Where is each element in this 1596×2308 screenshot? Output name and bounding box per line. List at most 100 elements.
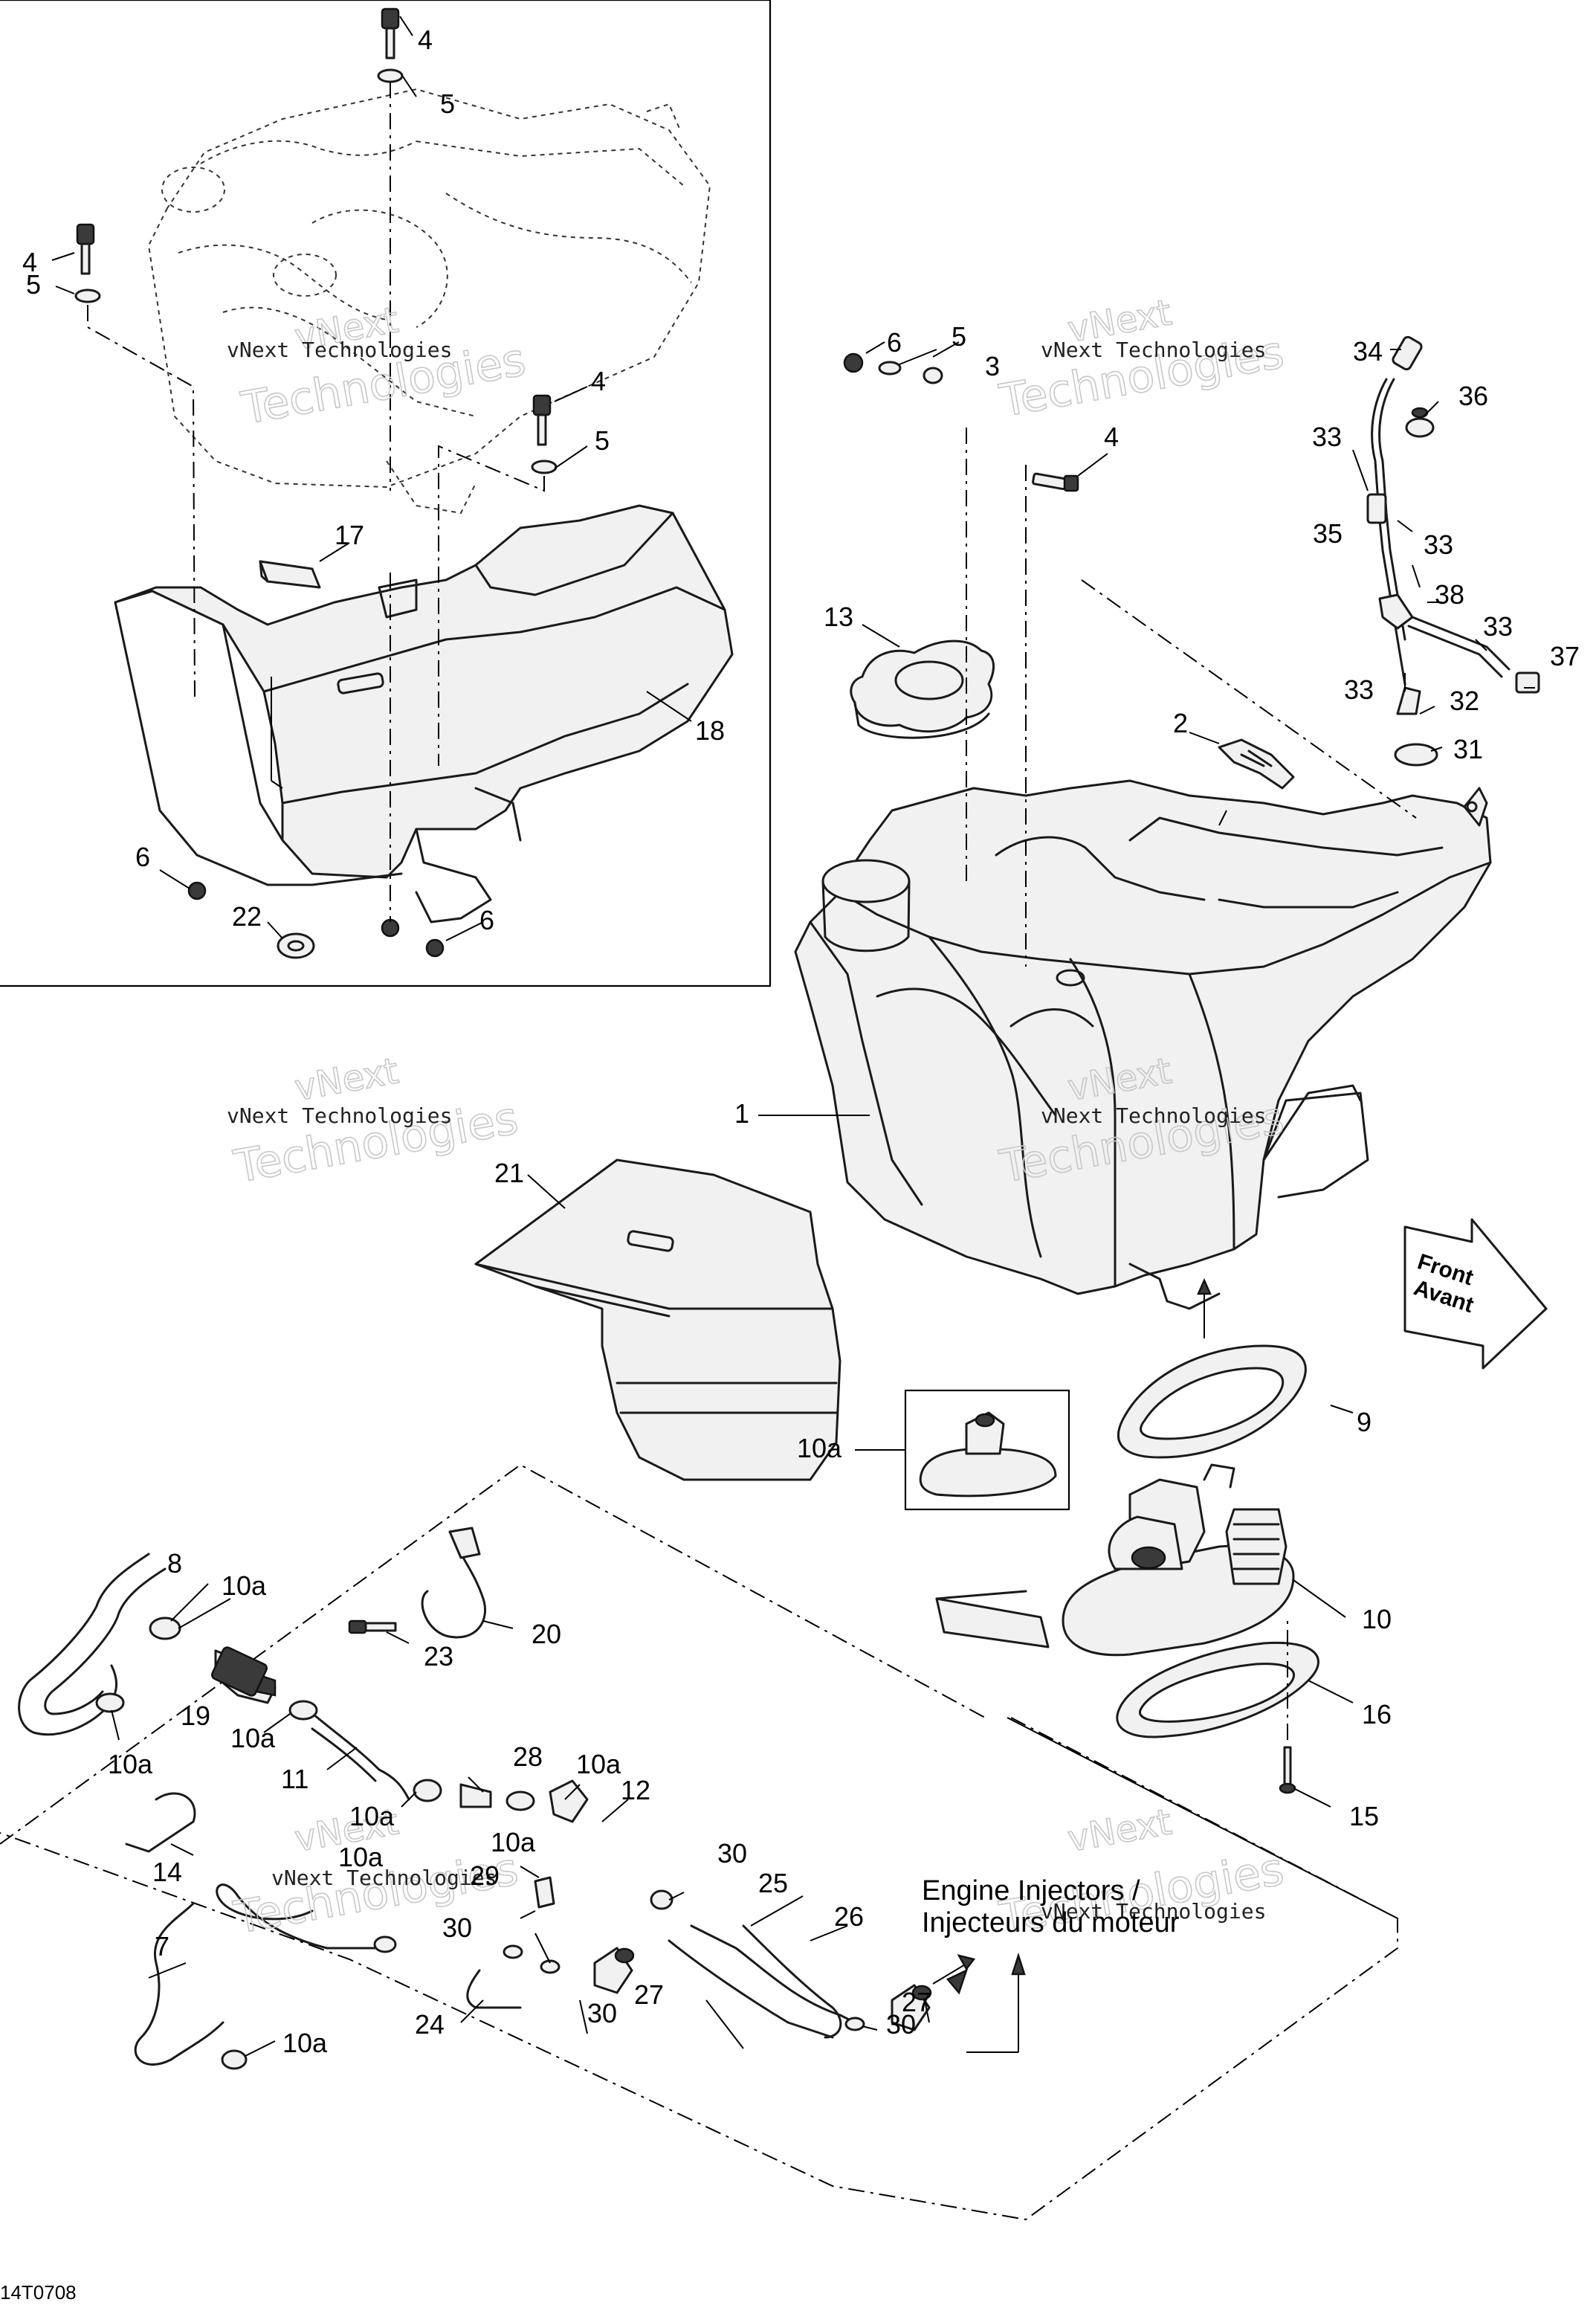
skid-plate	[114, 504, 734, 923]
callout-18: 17	[335, 520, 364, 550]
support-clamp	[125, 1527, 487, 1853]
rubber-pad	[259, 560, 321, 589]
callout-25: 24	[415, 2009, 445, 2040]
callout-39: 38	[1435, 579, 1464, 610]
callout-11: 10a	[338, 1842, 384, 1872]
callout-11: 10a	[491, 1827, 536, 1857]
callout-26: 25	[758, 1868, 788, 1898]
callout-29: 28	[513, 1741, 543, 1772]
watermark-line1: vNext	[1064, 1801, 1175, 1860]
callout-6: 6	[479, 905, 494, 935]
phantom-fuel-tank	[147, 88, 711, 515]
callout-4: 4	[22, 247, 37, 277]
callout-5: 5	[952, 321, 966, 352]
callout-16: 15	[1349, 1801, 1379, 1831]
inset-fasteners	[74, 7, 558, 959]
watermark-small: vNext Technologies	[1041, 1899, 1266, 1924]
callout-34: 33	[1344, 674, 1374, 705]
callout-11: 10a	[282, 2028, 328, 2058]
callout-4: 4	[591, 366, 606, 396]
assembly-arrows	[271, 677, 1227, 1338]
callout-12: 11	[281, 1764, 308, 1794]
callout-6: 6	[887, 327, 902, 358]
watermark-small: vNext Technologies	[271, 1866, 497, 1890]
callout-36: 35	[1313, 518, 1343, 549]
leader-lines	[51, 16, 1535, 2057]
callout-9: 9	[1357, 1407, 1372, 1437]
heat-shield-piece	[1218, 738, 1295, 790]
callout-11: 10a	[230, 1723, 276, 1753]
callout-23: 22	[232, 901, 262, 932]
callout-4: 4	[1104, 422, 1119, 452]
watermarks: vNext Technologies vNext Technologies vN…	[227, 291, 1288, 1945]
callout-11: 10a	[576, 1749, 621, 1779]
callout-31: 30	[717, 1838, 747, 1869]
vent-line-assembly	[1366, 335, 1540, 767]
drawing-code: 14T0708	[0, 2281, 77, 2304]
callout-14: 13	[824, 602, 853, 632]
callout-11: 10a	[222, 1570, 267, 1601]
fuel-pump-module	[935, 1463, 1295, 1657]
callout-11: 10a	[349, 1801, 395, 1831]
callout-28: 27	[634, 1979, 664, 2010]
callout-5: 5	[440, 88, 455, 119]
callout-37: 36	[1458, 381, 1488, 411]
callout-35: 34	[1353, 336, 1383, 367]
callout-13: 12	[621, 1775, 650, 1805]
callout-8: 8	[167, 1548, 182, 1579]
callout-11: 10a	[108, 1749, 153, 1779]
callout-34: 33	[1312, 422, 1342, 452]
callout-4: 4	[418, 25, 433, 55]
callout-34: 33	[1483, 611, 1513, 642]
callout-22: 21	[494, 1158, 524, 1188]
callout-31: 30	[587, 1998, 617, 2028]
protective-pad	[474, 1158, 841, 1481]
callout-10: 10	[1362, 1604, 1392, 1634]
detail-10a-box	[904, 1389, 1070, 1511]
front-direction-arrow: Front Avant	[1403, 1218, 1548, 1370]
engine-injectors-fr: Injecteurs du moteur	[922, 1907, 1180, 1938]
callout-28: 27	[902, 1987, 931, 2017]
callout-1: 1	[734, 1098, 749, 1129]
callout-19: 18	[695, 715, 725, 746]
callout-27: 26	[834, 1901, 864, 1932]
callout-6: 6	[135, 842, 150, 872]
injector-arrows	[932, 1952, 1026, 2053]
hose-assembly-boundary	[0, 1463, 1398, 2221]
callout-24: 23	[424, 1641, 453, 1672]
callout-2: 2	[1173, 708, 1188, 738]
watermark-small: vNext Technologies	[227, 338, 452, 362]
watermark-small: vNext Technologies	[1041, 1103, 1266, 1128]
fuel-tank	[794, 779, 1492, 1310]
callout-34: 33	[1424, 529, 1453, 560]
callout-31: 30	[442, 1912, 472, 1943]
callout-10a: 10a	[797, 1433, 842, 1463]
callout-33: 32	[1450, 686, 1479, 716]
inset-frame	[0, 0, 772, 987]
engine-injectors-label: Engine Injectors / Injecteurs du moteur	[922, 1875, 1180, 1938]
callout-21: 20	[532, 1619, 561, 1649]
callout-31: 30	[886, 2009, 916, 2040]
engine-injectors-en: Engine Injectors /	[922, 1875, 1140, 1906]
callout-17: 16	[1362, 1699, 1392, 1730]
inset-centrelines	[87, 82, 545, 922]
watermark-small: vNext Technologies	[227, 1103, 452, 1128]
callout-38: 37	[1550, 641, 1580, 671]
gasket-ring	[1117, 1344, 1307, 1459]
callout-7: 7	[155, 1931, 169, 1962]
callout-3: 3	[985, 351, 1000, 381]
watermark-line1: vNext	[291, 1050, 401, 1109]
lower-gasket	[1116, 1641, 1319, 1738]
callout-30: 29	[470, 1860, 500, 1891]
callout-15: 14	[152, 1857, 182, 1887]
callout-numbers: 4 5 4 5 4 5 17 18 6 22 6 6 5 3 4 13 2 1 …	[22, 25, 1580, 2058]
callout-20: 19	[181, 1701, 210, 1731]
callout-5: 5	[26, 269, 41, 300]
callout-32: 31	[1453, 734, 1483, 764]
gas-cap	[850, 639, 995, 739]
fuel-filter	[211, 1646, 268, 1697]
main-fasteners	[843, 352, 1417, 967]
watermark-small: vNext Technologies	[1041, 338, 1266, 362]
callout-5: 5	[595, 425, 610, 456]
